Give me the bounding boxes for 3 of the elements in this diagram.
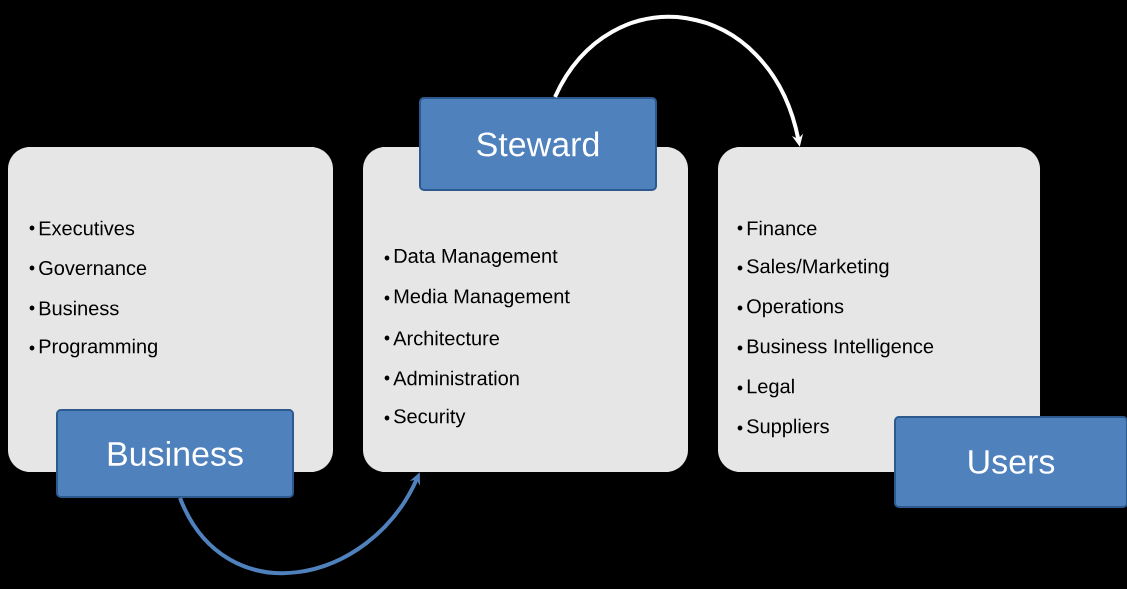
title-tab: Business	[56, 409, 294, 498]
title-tab: Steward	[419, 97, 657, 191]
title-tab: Users	[894, 416, 1127, 508]
